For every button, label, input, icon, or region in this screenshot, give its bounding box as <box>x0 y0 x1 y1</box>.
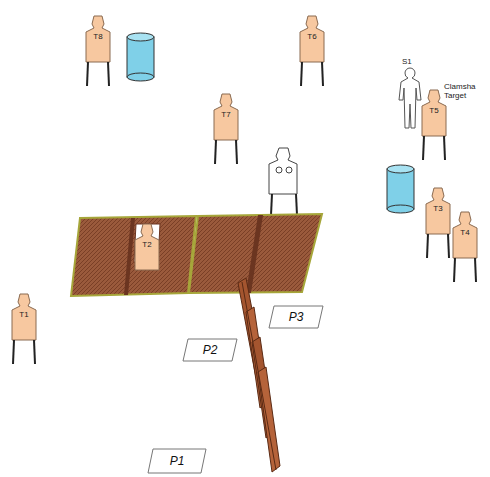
target: T4 <box>451 210 479 258</box>
target: T5 <box>420 88 448 136</box>
target-label: T3 <box>424 205 452 213</box>
target: T7 <box>212 92 240 140</box>
target: T1 <box>10 292 38 340</box>
target-label: T6 <box>298 33 326 41</box>
wall-panel <box>189 214 322 293</box>
wall-post <box>246 215 263 293</box>
position-box: P1 <box>147 448 207 474</box>
position-label: P2 <box>182 344 238 356</box>
position-label: P1 <box>147 455 207 467</box>
silhouette <box>399 68 421 128</box>
target: T6 <box>298 14 326 62</box>
silhouette-label: S1 <box>402 58 422 67</box>
wall-post <box>124 218 135 295</box>
target-label: T5 <box>420 107 448 115</box>
target: T3 <box>424 186 452 234</box>
target-label: T8 <box>84 33 112 41</box>
target-label: T2 <box>133 241 161 249</box>
target-label: T4 <box>451 229 479 237</box>
position-box: P3 <box>268 305 324 329</box>
barrel <box>127 33 154 81</box>
target-label: T1 <box>10 311 38 319</box>
target-label: T7 <box>212 111 240 119</box>
position-box: P2 <box>182 338 238 362</box>
target: T8 <box>84 14 112 62</box>
no-shoot-target <box>269 148 297 215</box>
wall-panel <box>71 216 196 296</box>
target-note: Clamsha Target <box>444 83 486 101</box>
target: T2 <box>133 222 161 270</box>
position-label: P3 <box>268 311 324 323</box>
barrel <box>387 165 414 213</box>
